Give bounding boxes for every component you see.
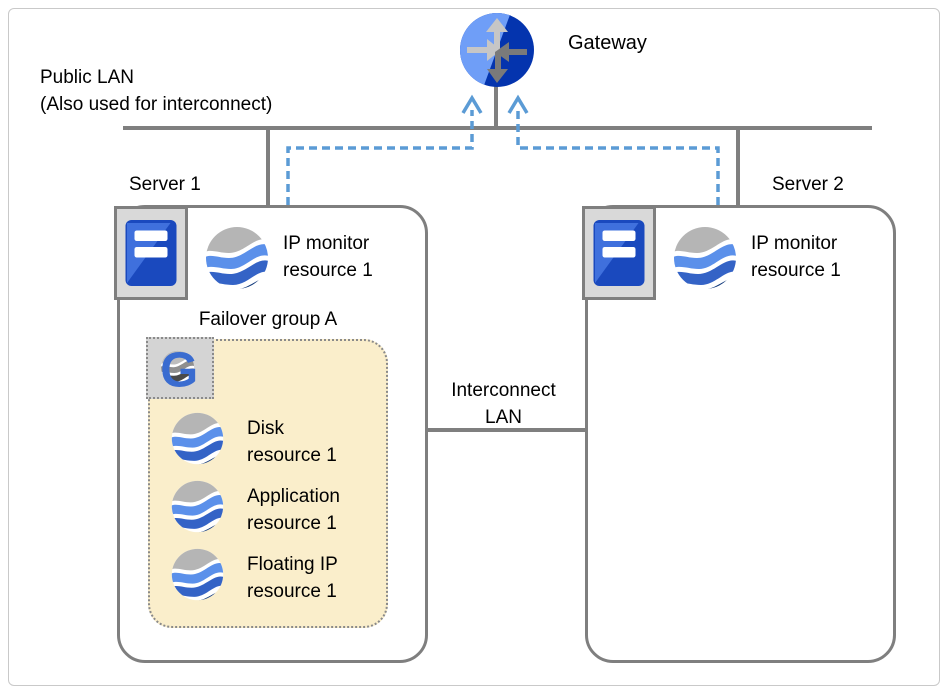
server1-chassis-icon xyxy=(114,206,188,300)
public-lan-label: Public LAN (Also used for interconnect) xyxy=(40,64,272,118)
floating-ip-resource-label: Floating IP resource 1 xyxy=(247,551,338,605)
server2-ip-monitor-line2: resource 1 xyxy=(751,260,841,281)
disk-resource-line2: resource 1 xyxy=(247,445,337,466)
server1-ip-monitor-label: IP monitor resource 1 xyxy=(283,230,373,284)
failover-group-title: Failover group A xyxy=(198,309,338,330)
gateway-label: Gateway xyxy=(568,32,647,54)
interconnect-lan-label-line1: Interconnect xyxy=(451,380,556,401)
public-lan-label-line2: (Also used for interconnect) xyxy=(40,94,273,115)
server2-ip-monitor-label: IP monitor resource 1 xyxy=(751,230,841,284)
application-resource-line1: Application xyxy=(247,486,340,507)
server1-lan-connector-line xyxy=(266,128,270,206)
application-resource-icon xyxy=(171,480,224,533)
floating-ip-resource-line2: resource 1 xyxy=(247,581,337,602)
disk-resource-line1: Disk xyxy=(247,418,284,439)
server2-label: Server 2 xyxy=(772,174,844,195)
gateway-router-icon xyxy=(459,12,535,88)
group-g-icon xyxy=(153,342,207,394)
server1-ip-monitor-line1: IP monitor xyxy=(283,233,370,254)
server-icon xyxy=(592,217,646,289)
failover-group-g-icon xyxy=(146,337,214,399)
floating-ip-resource-line1: Floating IP xyxy=(247,554,338,575)
gateway-connector-line xyxy=(494,84,498,130)
server2-ip-monitor-line1: IP monitor xyxy=(751,233,838,254)
diagram-border-frame xyxy=(8,8,940,686)
server2-box xyxy=(585,205,896,663)
server-icon xyxy=(124,217,178,289)
application-resource-line2: resource 1 xyxy=(247,513,337,534)
application-resource-label: Application resource 1 xyxy=(247,483,340,537)
interconnect-lan-line xyxy=(425,428,585,432)
disk-resource-label: Disk resource 1 xyxy=(247,415,337,469)
server1-ip-monitor-line2: resource 1 xyxy=(283,260,373,281)
server2-chassis-icon xyxy=(582,206,656,300)
server1-label: Server 1 xyxy=(129,174,201,195)
public-lan-label-line1: Public LAN xyxy=(40,67,134,88)
server2-lan-connector-line xyxy=(736,128,740,206)
interconnect-lan-label-line2: LAN xyxy=(485,407,522,428)
floating-ip-resource-icon xyxy=(171,548,224,601)
interconnect-lan-label: Interconnect LAN xyxy=(422,377,585,431)
server1-ip-monitor-resource-icon xyxy=(205,226,269,290)
ip-monitor-dashed-arrows xyxy=(286,94,720,205)
server2-ip-monitor-resource-icon xyxy=(673,226,737,290)
disk-resource-icon xyxy=(171,412,224,465)
